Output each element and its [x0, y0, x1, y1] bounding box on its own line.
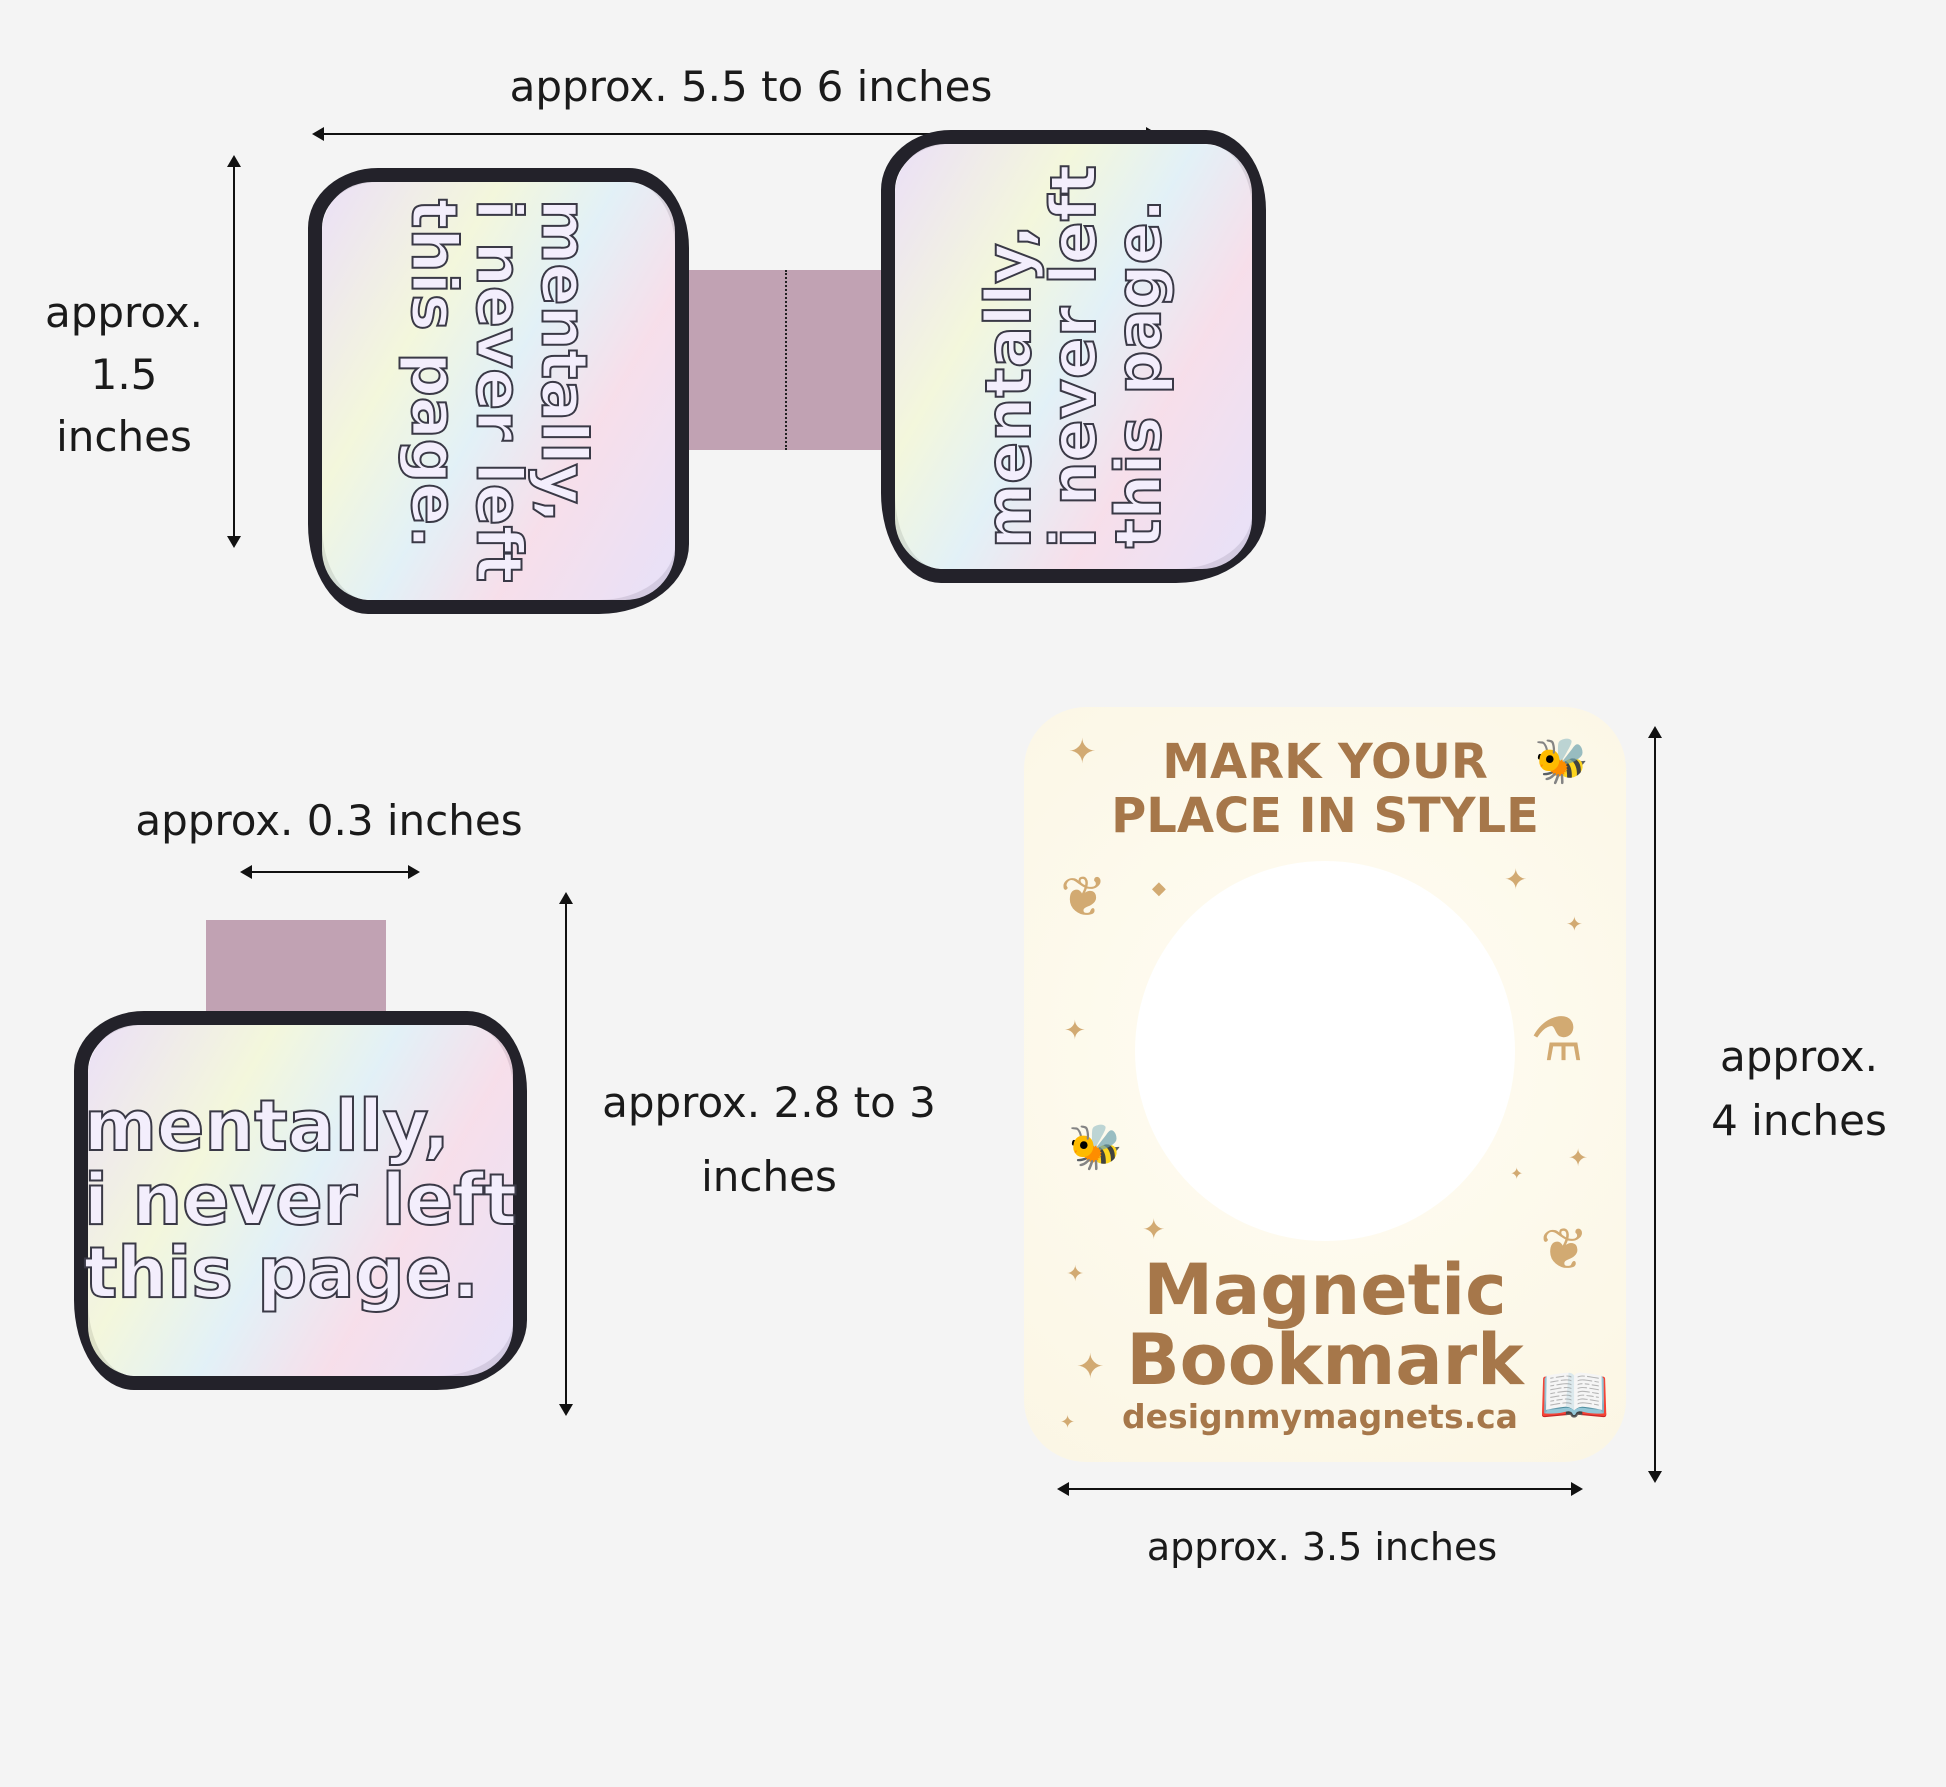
sparkle-icon: ✦	[1066, 1262, 1085, 1287]
card-width-arrow	[1057, 1482, 1583, 1496]
height-label-2: 1.5	[90, 350, 158, 399]
height-label-1: approx.	[44, 288, 204, 337]
sticker-front: mentally, i never left this page.	[74, 1011, 527, 1390]
flask-icon: ⚗	[1530, 1005, 1584, 1075]
sticker-line: i never left	[83, 1158, 518, 1241]
strip-width-label: approx. 0.3 inches	[135, 796, 523, 845]
leaf-icon: ❦	[1060, 865, 1107, 930]
card-width-label: approx. 3.5 inches	[1146, 1525, 1498, 1569]
sticker-line: this page.	[396, 198, 471, 550]
sparkle-icon: ✦	[1568, 1144, 1589, 1172]
sticker-line: mentally,	[971, 223, 1046, 549]
card-title-2: Bookmark	[1126, 1319, 1524, 1401]
card-title-1: Magnetic	[1143, 1249, 1507, 1331]
sticker-line: i never left	[1036, 164, 1111, 550]
sticker-line: this page.	[1101, 198, 1176, 550]
open-width-label: approx. 5.5 to 6 inches	[509, 62, 993, 111]
sparkle-icon: ✦	[1142, 1213, 1166, 1246]
sticker-right-rotated: mentally, i never left this page.	[881, 130, 1266, 583]
sticker-line: mentally,	[526, 198, 601, 524]
closed-height-label-1: approx. 2.8 to 3	[602, 1078, 936, 1127]
book-icon: 📖	[1538, 1361, 1611, 1429]
strip-width-arrow	[240, 865, 420, 879]
bee-icon: 🐝	[1068, 1122, 1123, 1173]
card-height-arrow	[1648, 726, 1662, 1483]
bee-icon: 🐝	[1534, 736, 1589, 787]
leaf-icon: ❦	[1540, 1215, 1589, 1283]
sparkle-icon: ✦	[1068, 732, 1097, 772]
card-height-label-2: 4 inches	[1711, 1096, 1887, 1145]
bookmark-placeholder-circle	[1135, 861, 1515, 1241]
sparkle-icon: ◆	[1152, 878, 1166, 899]
card-height-label-1: approx.	[1719, 1032, 1879, 1081]
sparkle-icon: ✦	[1566, 912, 1583, 936]
card-headline-2: PLACE IN STYLE	[1111, 788, 1539, 844]
sticker-line: mentally,	[83, 1085, 451, 1168]
card-headline-1: MARK YOUR	[1162, 734, 1488, 790]
sparkle-icon: ✦	[1504, 863, 1528, 896]
sticker-line: this page.	[83, 1232, 480, 1315]
sparkle-icon: ✦	[1060, 1412, 1076, 1433]
sticker-line: i never left	[461, 198, 536, 584]
height-label-3: inches	[56, 412, 192, 461]
sparkle-icon: ✦	[1076, 1347, 1105, 1387]
sparkle-icon: ✦	[1064, 1016, 1086, 1046]
sticker-left-rotated: mentally, i never left this page.	[308, 168, 689, 614]
fold-line	[785, 270, 787, 450]
sparkle-icon: ✦	[1510, 1164, 1524, 1183]
height-arrow	[227, 155, 241, 548]
card-website: designmymagnets.ca	[1122, 1397, 1518, 1436]
closed-height-arrow	[559, 892, 573, 1416]
closed-height-label-2: inches	[701, 1152, 837, 1201]
